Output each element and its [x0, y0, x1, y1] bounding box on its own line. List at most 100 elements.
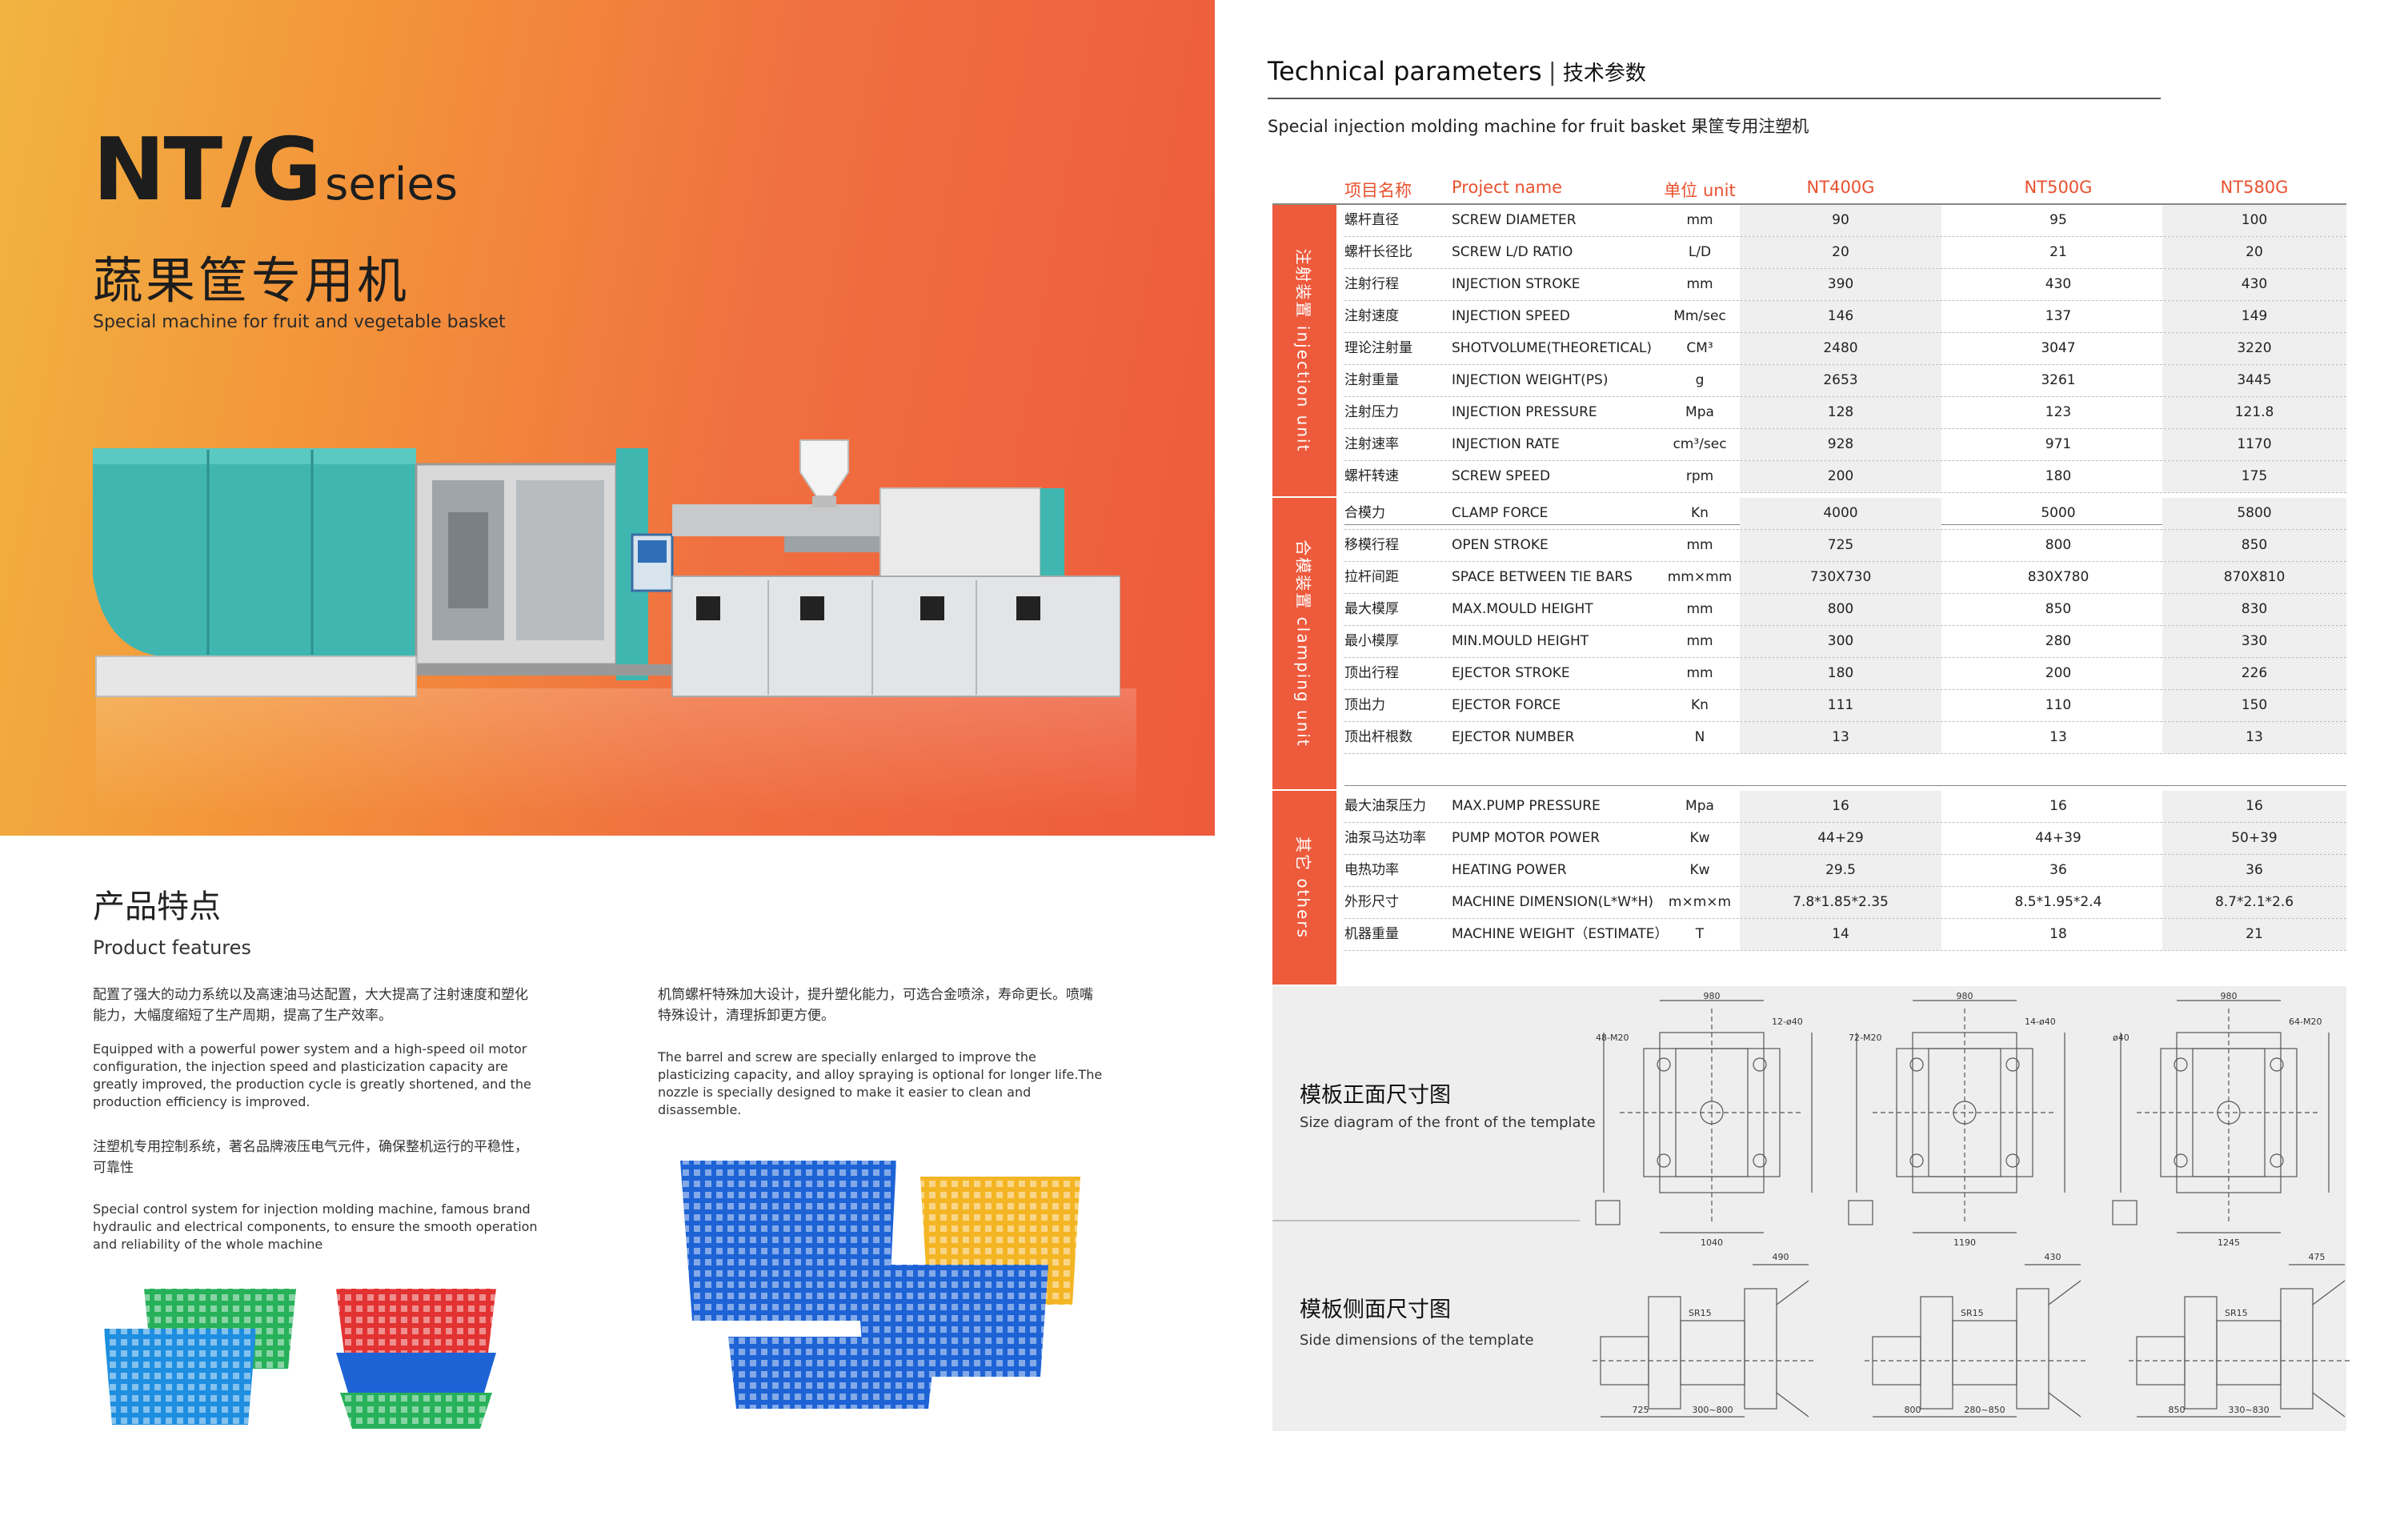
dim-b: 725: [1633, 1405, 1649, 1415]
row-value-model-2: 180: [2045, 468, 2072, 484]
row-divider: [1344, 332, 2346, 333]
front-template-drawing: 980 1040 12-ø40 48-M20: [1595, 993, 1813, 1248]
group-spacer: [1344, 754, 2346, 786]
row-unit: Kw: [1689, 862, 1710, 878]
row-name-en: SCREW SPEED: [1452, 468, 1551, 484]
row-divider: [1344, 529, 2346, 530]
dim-c: 300~800: [1692, 1405, 1733, 1415]
row-value-model-3: 430: [2162, 269, 2346, 300]
feature-3-en: The barrel and screw are specially enlar…: [658, 1049, 1103, 1117]
row-value-model-2: 3261: [2041, 372, 2076, 388]
features-title-cn: 产品特点: [93, 888, 221, 925]
tech-subtitle: Special injection molding machine for fr…: [1268, 117, 1809, 136]
row-value-model-1: 128: [1740, 397, 1941, 428]
header-model-2: NT500G: [2024, 178, 2093, 197]
row-value-model-1: 730X730: [1740, 562, 1941, 593]
table-row: 拉杆间距 SPACE BETWEEN TIE BARS mm×mm 730X73…: [1344, 562, 2346, 594]
row-name-cn: 合模力: [1344, 505, 1385, 521]
row-name-cn: 螺杆转速: [1344, 468, 1399, 484]
row-value-model-2: 16: [2049, 798, 2067, 814]
header-rule: [1272, 203, 2346, 205]
table-row: 理论注射量 SHOTVOLUME(THEORETICAL) CM³ 2480 3…: [1344, 333, 2346, 365]
table-row: 螺杆直径 SCREW DIAMETER mm 90 95 100: [1344, 205, 2346, 237]
row-name-en: INJECTION WEIGHT(PS): [1452, 372, 1609, 388]
row-value-model-1: 13: [1740, 722, 1941, 753]
tech-title-cn: 技术参数: [1562, 62, 1646, 86]
dim-bolt: 48-M20: [1596, 1033, 1629, 1043]
table-header: 项目名称 Project name 单位 unit NT400G NT500G …: [1344, 178, 2346, 203]
row-unit: rpm: [1685, 468, 1714, 484]
diagram-area: [1272, 986, 2346, 1431]
row-name-cn: 注射速度: [1344, 308, 1399, 324]
row-unit: CM³: [1686, 340, 1713, 356]
title-rule: [1268, 98, 2161, 99]
table-row: 外形尺寸 MACHINE DIMENSION(L*W*H) m×m×m 7.8*…: [1344, 887, 2346, 919]
group-label-injection: 注射装置 injection unit: [1272, 205, 1336, 496]
row-name-cn: 顶出行程: [1344, 665, 1399, 681]
row-value-model-3: 8.7*2.1*2.6: [2162, 887, 2346, 918]
feature-2-cn: 注塑机专用控制系统，著名品牌液压电气元件，确保整机运行的平稳性，可靠性: [93, 1139, 528, 1176]
table-row: 机器重量 MACHINE WEIGHT（ESTIMATE） T 14 18 21: [1344, 919, 2346, 951]
floor-reflection: [96, 688, 1136, 816]
table-row: 最大模厚 MAX.MOULD HEIGHT mm 800 850 830: [1344, 594, 2346, 626]
header-model-1: NT400G: [1806, 178, 1875, 197]
row-name-cn: 油泵马达功率: [1344, 830, 1426, 846]
feature-3-cn: 机筒螺杆特殊加大设计，提升塑化能力，可选合金喷涂，寿命更长。喷嘴特殊设计，清理拆…: [658, 987, 1093, 1024]
row-name-cn: 拉杆间距: [1344, 569, 1399, 585]
dim-b: 800: [1905, 1405, 1921, 1415]
row-name-en: INJECTION SPEED: [1452, 308, 1570, 324]
row-divider: [1344, 753, 2346, 754]
row-unit: Kw: [1689, 830, 1710, 846]
row-value-model-3: 330: [2162, 626, 2346, 657]
side-diagram-title-cn: 模板侧面尺寸图: [1300, 1297, 1451, 1322]
row-value-model-1: 928: [1740, 429, 1941, 460]
row-name-en: INJECTION RATE: [1452, 436, 1560, 452]
table-row: 注射行程 INJECTION STROKE mm 390 430 430: [1344, 269, 2346, 301]
feature-2-en: Special control system for injection mol…: [93, 1201, 538, 1252]
row-value-model-2: 830X780: [2027, 569, 2089, 585]
row-name-en: EJECTOR FORCE: [1452, 697, 1561, 713]
row-unit: Kn: [1691, 697, 1709, 713]
row-name-en: OPEN STROKE: [1452, 537, 1549, 553]
row-divider: [1344, 492, 2346, 493]
dim-bottom: 1040: [1701, 1237, 1723, 1248]
dim-c: 330~830: [2228, 1405, 2269, 1415]
row-unit: mm: [1686, 665, 1713, 681]
row-name-en: PUMP MOTOR POWER: [1452, 830, 1601, 846]
table-row: 移模行程 OPEN STROKE mm 725 800 850: [1344, 530, 2346, 562]
row-name-en: SCREW DIAMETER: [1452, 212, 1577, 228]
table-row: 注射速度 INJECTION SPEED Mm/sec 146 137 149: [1344, 301, 2346, 333]
row-name-cn: 电热功率: [1344, 862, 1399, 878]
dim-c: 280~850: [1964, 1405, 2005, 1415]
row-divider: [1344, 721, 2346, 722]
row-value-model-1: 200: [1740, 461, 1941, 492]
row-value-model-2: 5000: [2041, 505, 2076, 521]
table-row: 合模力 CLAMP FORCE Kn 4000 5000 5800: [1344, 498, 2346, 530]
row-name-cn: 理论注射量: [1344, 340, 1412, 356]
table-row: 最大油泵压力 MAX.PUMP PRESSURE Mpa 16 16 16: [1344, 791, 2346, 823]
series-word: series: [325, 158, 458, 211]
dim-top: 980: [1704, 993, 1721, 1001]
side-template-drawing: 490 725 300~800 SR15: [1593, 1252, 1817, 1418]
row-unit: L/D: [1688, 244, 1712, 260]
row-value-model-1: 90: [1740, 205, 1941, 236]
row-divider: [1344, 625, 2346, 626]
row-unit: mm: [1686, 212, 1713, 228]
row-value-model-2: 95: [2049, 212, 2067, 228]
dim-bolt: ø40: [2113, 1033, 2130, 1043]
row-unit: mm: [1686, 276, 1713, 292]
row-value-model-2: 800: [2045, 537, 2072, 553]
dim-hole: 64-M20: [2289, 1017, 2322, 1027]
row-name-en: MIN.MOULD HEIGHT: [1452, 633, 1589, 649]
row-name-cn: 螺杆长径比: [1344, 244, 1412, 260]
row-value-model-3: 13: [2162, 722, 2346, 753]
row-value-model-1: 14: [1740, 919, 1941, 950]
row-value-model-1: 2480: [1740, 333, 1941, 364]
row-value-model-1: 800: [1740, 594, 1941, 625]
dim-a: 475: [2309, 1252, 2326, 1262]
row-value-model-3: 1170: [2162, 429, 2346, 460]
row-unit: Kn: [1691, 505, 1709, 521]
side-template-drawing: 430 800 280~850 SR15: [1865, 1252, 2089, 1418]
